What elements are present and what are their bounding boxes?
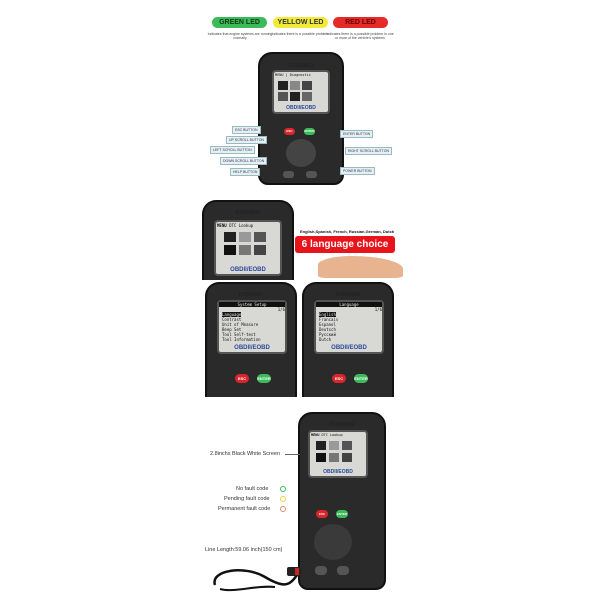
esc-button[interactable]: ESC [284,128,295,135]
dtc-lookup-tab: DTC Lookup [229,223,254,228]
screen-title: Language [316,302,382,307]
help-button[interactable] [315,566,327,575]
dpad[interactable] [314,524,352,560]
menu-item[interactable]: Francais [319,317,339,322]
device-screen: MENU DTC Lookup OBDII/EOBD [308,430,368,478]
enter-callout: ENTER BUTTON [340,130,374,138]
obd-label: OBDII/EOBD [234,345,270,351]
power-button[interactable] [306,171,317,178]
green-led-desc: Indicates that engine systems are runnin… [207,32,273,40]
menu-item[interactable]: Language [222,312,242,317]
power-button[interactable] [337,566,349,575]
menu-item[interactable]: Pyccкий [319,332,336,337]
scanner-device-top: KONNWEI MENU | Diagnostic OBDII/EOBD ESC… [258,52,344,185]
menu-item[interactable]: English [319,312,336,317]
esc-button[interactable]: ESC [332,374,346,383]
menu-item[interactable]: Dutch [319,337,332,342]
fault-no: No fault code [236,486,269,492]
diagnostic-tab: Diagnostic [289,73,311,77]
obd-cable-image [213,567,301,592]
cable-label: Line Length:59.06 inch(150 cm) [205,547,283,553]
brand-logo: KONNWEI [238,292,264,298]
obd-label: OBDII/EOBD [331,345,367,351]
esc-button[interactable]: ESC [235,374,249,383]
left-callout: LEFT SCROLL BUTTON [210,146,255,154]
brand-logo: KONNWEI [288,63,314,69]
page-indicator: 1/6 [374,307,382,312]
languages-note: English,Spanish, French, Russian,German,… [300,229,395,234]
menu-item[interactable]: Espanol [319,322,336,327]
menu-tab: MENU [275,73,284,77]
hand-image [318,256,403,278]
dpad[interactable] [286,139,316,167]
power-callout: POWER BUTTON [340,167,375,175]
enter-button[interactable]: ENTER [336,510,348,518]
green-led-label: GREEN LED [212,17,267,28]
page-indicator: 1/6 [277,307,285,312]
right-callout: RIGHT SCROLL BUTTON [345,147,392,155]
enter-button[interactable]: ENTER [304,128,315,135]
brand-logo: KONNWEI [235,210,261,216]
red-led-desc: Indicates there is a possible problem in… [326,32,394,40]
scanner-device-full: KONNWEI MENU DTC Lookup OBDII/EOBD ESC E… [298,412,386,590]
esc-callout: ESC BUTTON [232,126,261,134]
menu-item[interactable]: Beep Set [222,327,242,332]
language-badge: 6 language choice [295,236,395,253]
menu-item[interactable]: Contrast [222,317,242,322]
menu-item[interactable]: Deutsch [319,327,336,332]
yellow-led-label: YELLOW LED [273,17,328,28]
screen-label: 2.8inchs Black White Screen [210,451,281,457]
menu-item[interactable]: Unit of Measure [222,322,259,327]
green-led-icon [280,486,286,492]
yellow-led-desc: Indicates there is a possible problem [271,32,329,36]
brand-logo: KONNWEI [335,292,361,298]
menu-tab: MENU [311,433,320,437]
up-callout: UP SCROLL BUTTON [226,136,267,144]
fault-permanent: Permanent fault code [218,506,271,512]
down-callout: DOWN SCROLL BUTTON [220,157,268,165]
red-led-label: RED LED [333,17,388,28]
device-screen: MENU DTC Lookup OBDII/EOBD [214,220,282,276]
yellow-led-icon [280,496,286,502]
obd-label: OBDII/EOBD [286,105,316,111]
fault-pending: Pending fault code [224,496,270,502]
brand-logo: KONNWEI [329,422,355,428]
menu-item[interactable]: Tool Self-test [222,332,256,337]
device-screen: MENU | Diagnostic OBDII/EOBD [272,70,330,114]
obd-label: OBDII/EOBD [323,469,353,475]
red-led-icon [280,506,286,512]
esc-button[interactable]: ESC [316,510,328,518]
help-button[interactable] [283,171,294,178]
enter-button[interactable]: ENTER [354,374,368,383]
help-callout: HELP BUTTON [230,168,261,176]
menu-item[interactable]: Tool Information [222,337,261,342]
enter-button[interactable]: ENTER [257,374,271,383]
dtc-lookup-tab: DTC Lookup [321,433,343,437]
scanner-device-closeup: KONNWEI MENU DTC Lookup OBDII/EOBD [202,200,294,280]
menu-tab: MENU [217,223,227,228]
screen-title: System Setup [219,302,285,307]
obd-label: OBDII/EOBD [230,267,266,273]
